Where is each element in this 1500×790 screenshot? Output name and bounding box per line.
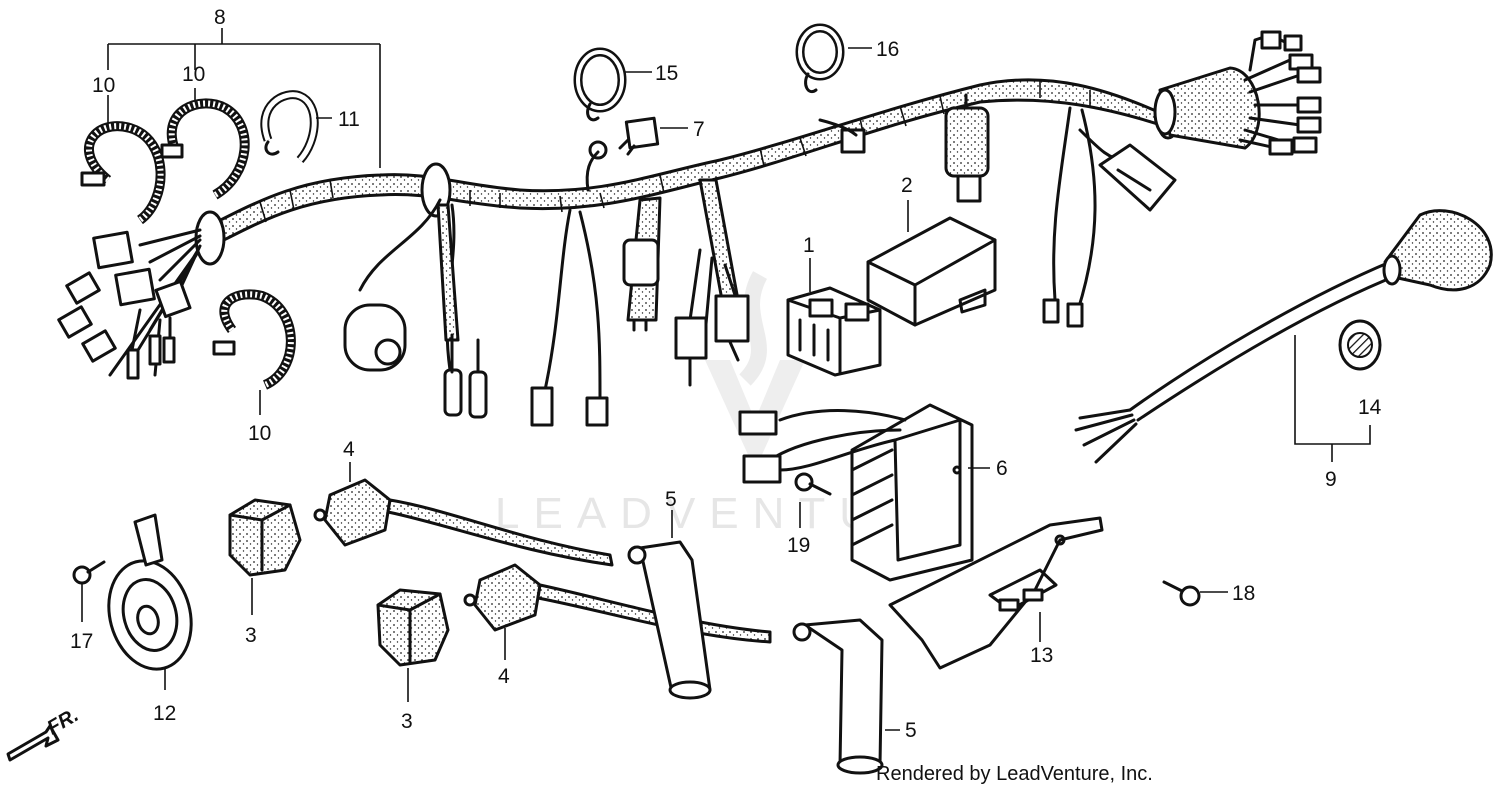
coil-cover-3-upper [228,498,302,577]
spark-plug-cap-5-upper [627,540,712,700]
grommet-14 [1338,319,1382,371]
callout-5: 5 [665,488,677,511]
spark-plug-cap-5-lower [792,618,884,775]
wire-harness [57,30,1322,427]
front-direction-arrow: FR. [6,704,83,762]
harness-band-10-c [212,289,296,390]
callout-4: 4 [498,665,510,688]
bolt-17 [72,560,106,585]
callout-17: 17 [70,630,93,653]
callout-2: 2 [901,174,913,197]
callout-12: 12 [153,702,176,725]
callout-18: 18 [1232,582,1255,605]
render-credit: Rendered by LeadVenture, Inc. [876,763,1153,785]
wire-clamp-16 [795,23,845,93]
callout-16: 16 [876,38,899,61]
wire-clamp-15 [573,47,627,122]
callout-3: 3 [401,710,413,733]
callout-10: 10 [182,63,205,86]
callout-9: 9 [1325,468,1337,491]
front-direction-label: FR. [44,704,83,739]
ignition-coil-4-lower [463,563,772,644]
callouts: 1 2 3 3 4 4 5 5 6 7 8 9 10 10 10 11 12 1… [70,6,1382,742]
callout-11: 11 [338,108,360,131]
callout-13: 13 [1030,644,1053,667]
callout-7: 7 [693,118,705,141]
callout-6: 6 [996,457,1008,480]
callout-10: 10 [92,74,115,97]
horn-12 [107,513,193,671]
ignition-coil-4-upper [313,478,614,567]
harness-band-10-b [160,98,250,200]
coil-cover-3-lower [376,588,450,667]
fuse-box-1 [786,286,882,377]
harness-band-10-a [80,121,166,225]
callout-19: 19 [787,534,810,557]
callout-1: 1 [803,234,815,257]
callout-4: 4 [343,438,355,461]
control-unit-2 [866,216,997,327]
bolt-19 [794,472,832,496]
callout-10: 10 [248,422,271,445]
callout-3: 3 [245,624,257,647]
callout-14: 14 [1358,396,1382,419]
bracket-13 [888,516,1104,670]
callout-15: 15 [655,62,678,85]
bolt-18 [1162,580,1201,607]
regulator-rectifier-6 [738,403,974,582]
relay-7 [618,116,660,156]
callout-8: 8 [214,6,226,29]
sub-harness-9 [1074,209,1493,464]
leader-lines [81,28,1371,731]
callout-5: 5 [905,719,917,742]
harness-band-11 [260,90,319,164]
